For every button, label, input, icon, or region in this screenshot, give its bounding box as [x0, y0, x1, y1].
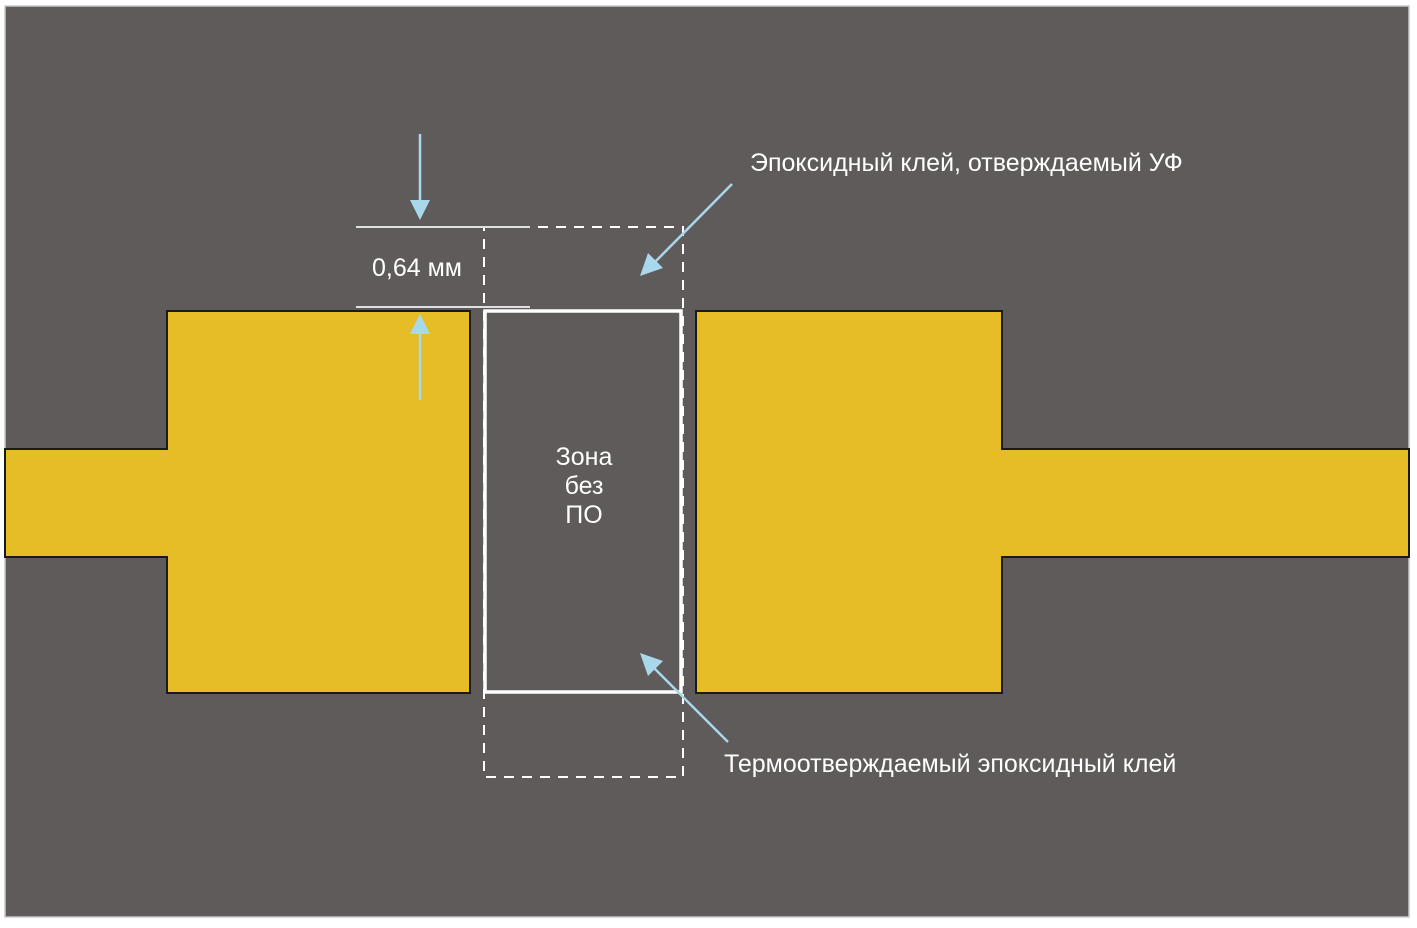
- uv-adhesive-area: [483, 226, 684, 778]
- uv-adhesive-label: Эпоксидный клей, отверждаемый УФ: [750, 149, 1183, 177]
- right-pad: [695, 310, 1410, 694]
- dimension-label: 0,64 мм: [372, 254, 462, 282]
- dimension-arrow-down: [410, 134, 430, 220]
- dimension-arrow-up: [410, 314, 430, 400]
- no-solder-zone: [483, 309, 683, 694]
- thermal-adhesive-arrow: [640, 653, 729, 743]
- zone-label-line2: без: [565, 472, 604, 500]
- uv-adhesive-arrow: [640, 183, 733, 276]
- zone-label-line3: ПО: [565, 501, 602, 529]
- thermal-adhesive-label: Термоотверждаемый эпоксидный клей: [724, 750, 1176, 778]
- zone-label-line1: Зона: [556, 443, 613, 471]
- left-pad: [4, 310, 471, 694]
